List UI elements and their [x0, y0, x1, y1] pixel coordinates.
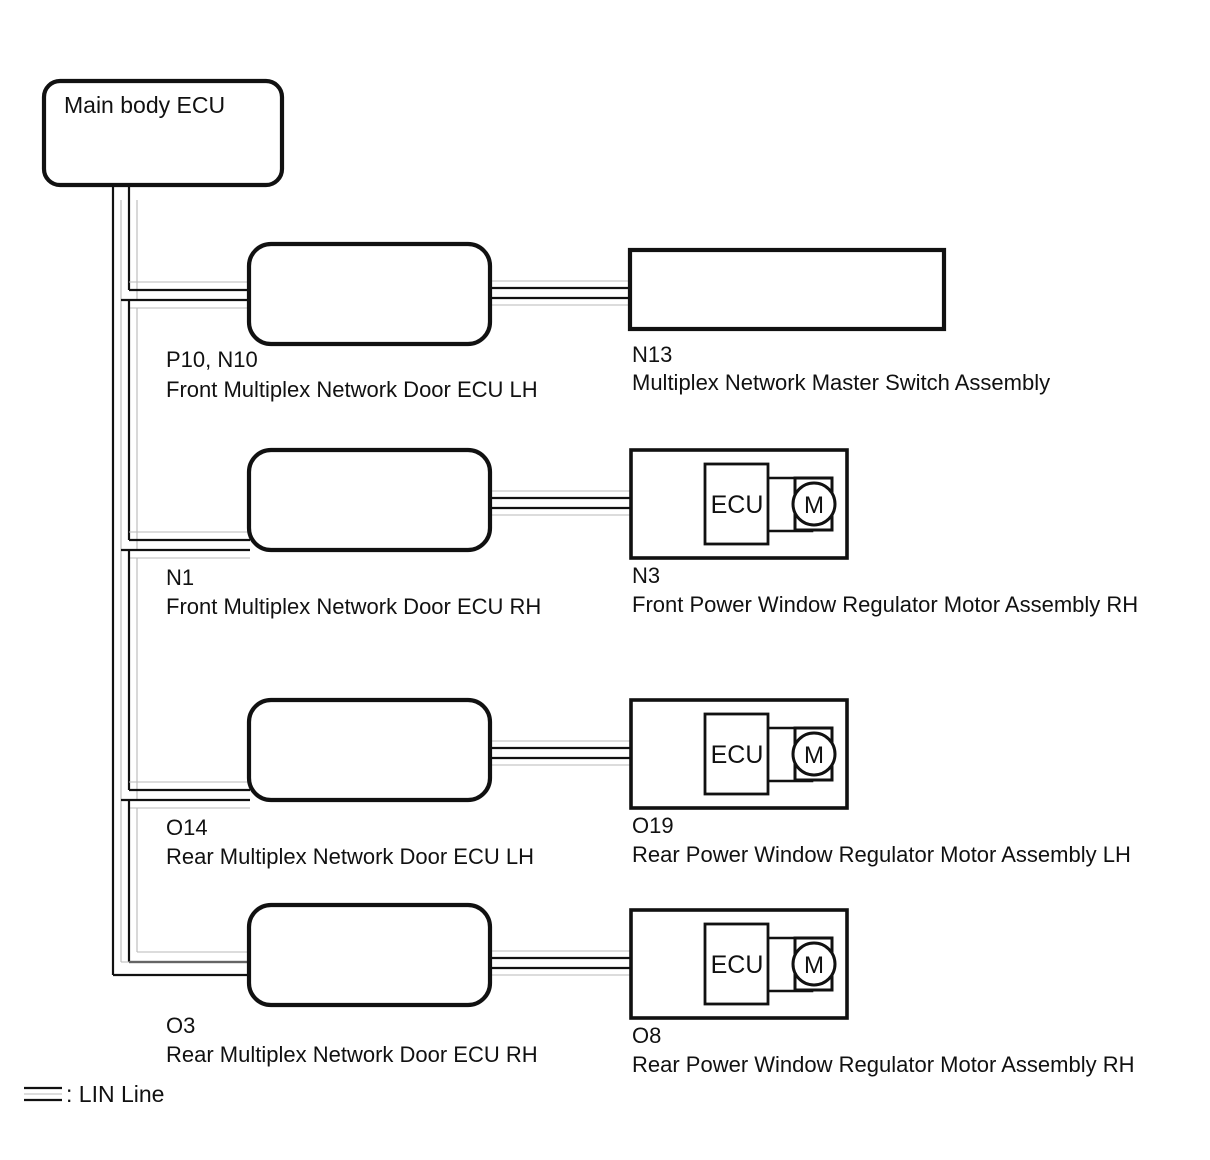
lin-link-rear-rh-to-motor — [490, 950, 630, 976]
master-switch-name: Multiplex Network Master Switch Assembly — [632, 370, 1050, 395]
rear-door-ecu-lh-code: O14 — [166, 815, 208, 840]
node-main-body-ecu[interactable]: Main body ECU — [41, 78, 285, 188]
front-window-motor-rh-name: Front Power Window Regulator Motor Assem… — [632, 592, 1138, 617]
lin-trunk-right-4 — [127, 800, 138, 962]
motor-symbol-circle — [791, 481, 837, 527]
lin-trunk-right — [127, 186, 138, 300]
lin-branch-rear-rh — [113, 951, 250, 977]
node-rear-window-motor-lh[interactable]: ECU M O19 Rear Power Window Regulator Mo… — [629, 698, 1131, 867]
lin-bus-wiring — [111, 186, 630, 977]
inner-ecu-box — [703, 922, 770, 1006]
front-door-ecu-lh-code: P10, N10 — [166, 347, 258, 372]
master-switch-code: N13 — [632, 342, 672, 367]
legend-label: : LIN Line — [66, 1081, 164, 1107]
lin-link-lh-to-master — [490, 280, 630, 306]
lin-link-rear-lh-to-motor — [490, 740, 630, 766]
node-front-door-ecu-lh[interactable]: P10, N10 Front Multiplex Network Door EC… — [166, 241, 538, 402]
front-door-ecu-rh-box[interactable] — [246, 447, 493, 553]
motor-symbol-label: M — [804, 742, 824, 769]
front-door-ecu-lh-name: Front Multiplex Network Door ECU LH — [166, 377, 538, 402]
rear-door-ecu-rh-box[interactable] — [246, 902, 493, 1008]
inner-ecu-label: ECU — [711, 951, 764, 979]
node-front-window-motor-rh[interactable]: ECU M N3 Front Power Window Regulator Mo… — [629, 448, 1138, 617]
front-door-ecu-lh-box[interactable] — [246, 241, 493, 347]
node-rear-window-motor-rh[interactable]: ECU M O8 Rear Power Window Regulator Mot… — [629, 908, 1135, 1077]
lin-trunk-left — [111, 186, 122, 975]
front-door-ecu-rh-name: Front Multiplex Network Door ECU RH — [166, 594, 541, 619]
node-front-door-ecu-rh[interactable]: N1 Front Multiplex Network Door ECU RH — [166, 447, 541, 619]
inner-ecu-label: ECU — [711, 491, 764, 519]
node-rear-door-ecu-lh[interactable]: O14 Rear Multiplex Network Door ECU LH — [166, 697, 534, 869]
rear-door-ecu-rh-code: O3 — [166, 1013, 195, 1038]
rear-window-motor-rh-name: Rear Power Window Regulator Motor Assemb… — [632, 1052, 1135, 1077]
master-switch-box[interactable] — [627, 247, 947, 332]
inner-ecu-label: ECU — [711, 741, 764, 769]
inner-ecu-box — [703, 462, 770, 546]
lin-trunk-right-2 — [127, 300, 138, 550]
lin-branch-front-lh — [121, 281, 250, 309]
rear-door-ecu-rh-name: Rear Multiplex Network Door ECU RH — [166, 1042, 538, 1067]
lin-branch-front-rh — [121, 531, 250, 559]
motor-symbol-circle — [791, 941, 837, 987]
rear-window-motor-lh-name: Rear Power Window Regulator Motor Assemb… — [632, 842, 1131, 867]
lin-trunk-right-3 — [127, 550, 138, 800]
rear-window-motor-lh-code: O19 — [632, 813, 674, 838]
lin-link-rh-to-motor — [490, 490, 630, 516]
front-window-motor-rh-code: N3 — [632, 563, 660, 588]
inner-ecu-box — [703, 712, 770, 796]
rear-window-motor-rh-code: O8 — [632, 1023, 661, 1048]
main-body-ecu-label: Main body ECU — [64, 92, 225, 118]
main-body-ecu-box[interactable] — [41, 78, 285, 188]
motor-symbol-circle — [791, 731, 837, 777]
motor-symbol-label: M — [804, 492, 824, 519]
lin-branch-rear-lh — [121, 781, 250, 809]
node-master-switch-assembly[interactable]: N13 Multiplex Network Master Switch Asse… — [627, 247, 1050, 395]
lin-line-symbol — [24, 1086, 62, 1102]
front-door-ecu-rh-code: N1 — [166, 565, 194, 590]
rear-door-ecu-lh-box[interactable] — [246, 697, 493, 803]
node-rear-door-ecu-rh[interactable]: O3 Rear Multiplex Network Door ECU RH — [166, 902, 538, 1067]
legend: : LIN Line — [24, 1081, 164, 1107]
rear-door-ecu-lh-name: Rear Multiplex Network Door ECU LH — [166, 844, 534, 869]
motor-symbol-label: M — [804, 952, 824, 979]
